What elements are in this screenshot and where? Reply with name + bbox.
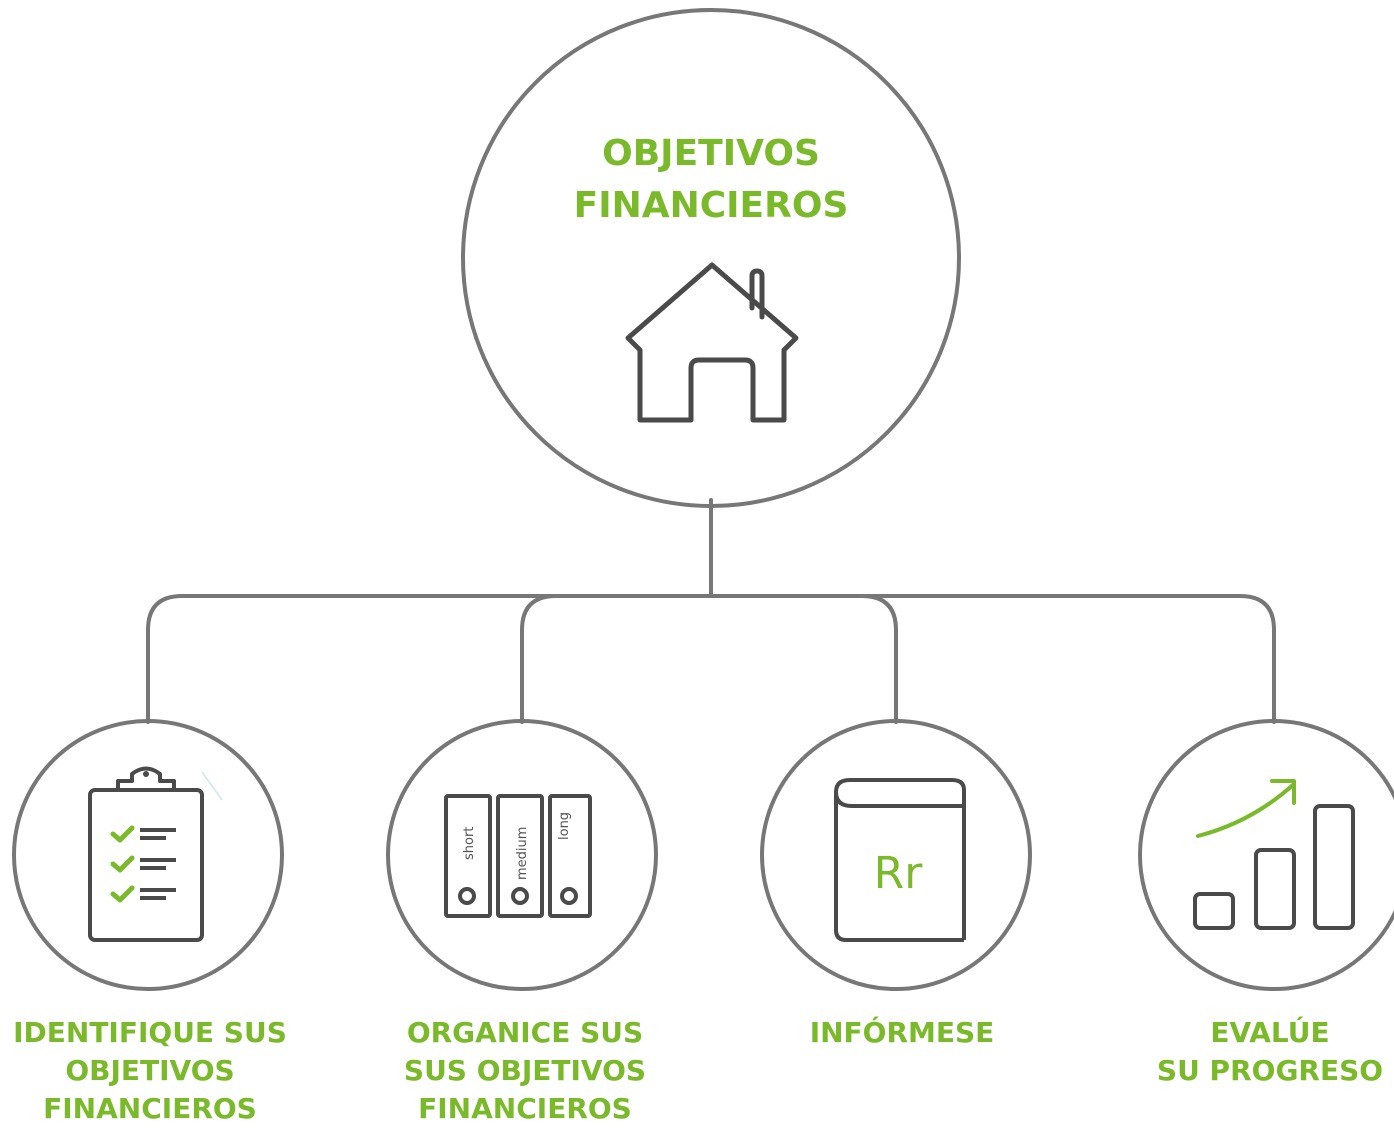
child-label-line: INFÓRMESE [809, 1016, 995, 1049]
binder-label-long: long [557, 812, 572, 840]
child-label-line: EVALÚE [1210, 1016, 1330, 1049]
root-label: OBJETIVOS FINANCIEROS [561, 128, 861, 232]
clipboard-checklist-icon [88, 766, 223, 942]
child-circle-evalue [1138, 719, 1394, 991]
child-label-line: FINANCIEROS [418, 1092, 632, 1125]
binder-label-short: short [462, 827, 477, 860]
binder-labels: short medium long [462, 812, 572, 880]
child-label-identifique: IDENTIFIQUE SUS OBJETIVOS FINANCIEROS [0, 1014, 310, 1128]
child-label-line: OBJETIVOS [65, 1054, 235, 1087]
child-circle-organice [386, 719, 658, 991]
child-circle-informese [760, 719, 1032, 991]
growth-chart-icon [1193, 779, 1355, 930]
root-label-line: FINANCIEROS [573, 185, 849, 226]
child-circle-identifique [12, 719, 284, 991]
child-label-informese: INFÓRMESE [742, 1014, 1062, 1052]
child-label-line: ORGANICE SUS [406, 1016, 644, 1049]
child-label-line: SU PROGRESO [1156, 1054, 1384, 1087]
binder-label-medium: medium [515, 827, 530, 880]
child-label-organice: ORGANICE SUS SUS OBJETIVOS FINANCIEROS [365, 1014, 685, 1128]
book-icon [834, 778, 966, 942]
root-circle [461, 8, 961, 508]
connector-lines [146, 498, 1276, 724]
binders-icon [444, 794, 592, 918]
child-label-evalue: EVALÚE SU PROGRESO [1110, 1014, 1394, 1090]
child-label-line: SUS OBJETIVOS [403, 1054, 647, 1087]
root-label-line: OBJETIVOS [602, 133, 820, 174]
child-label-line: FINANCIEROS [43, 1092, 257, 1125]
child-label-line: IDENTIFIQUE SUS [13, 1016, 287, 1049]
branch-informese [860, 594, 898, 724]
branch-organice [520, 594, 558, 724]
book-text: Rr [874, 848, 924, 899]
house-icon [625, 262, 799, 423]
branch-bus [146, 594, 1276, 724]
